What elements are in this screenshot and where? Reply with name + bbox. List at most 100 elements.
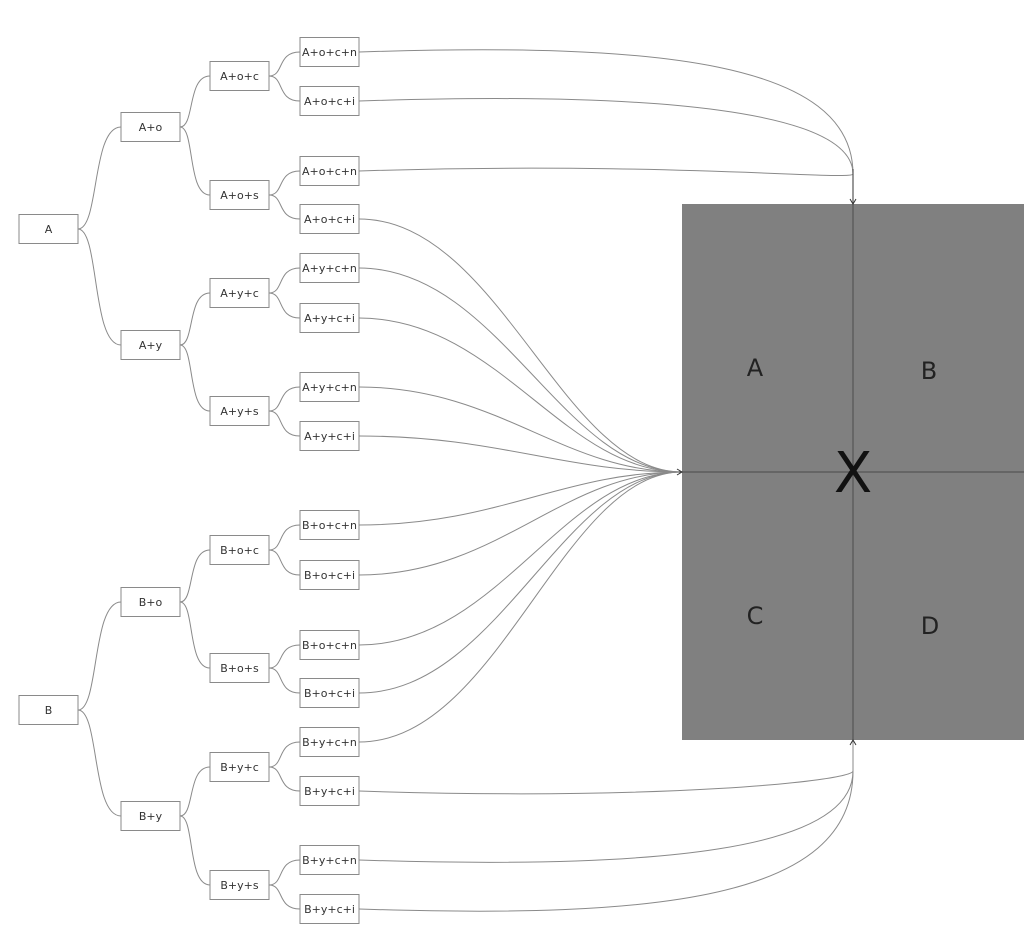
leaf-0-0-1-0: A+o+c+n: [299, 156, 360, 186]
edge-B+o+s-leaf-1: [268, 667, 301, 694]
leaf-1-0-0-1: B+o+c+i: [299, 560, 360, 590]
leaf-1-1-1-1: B+y+c+i: [299, 894, 360, 924]
leaf-0-1-0-0-box: [299, 253, 360, 283]
node-B+y+c-box: [209, 752, 270, 782]
node-A+o+c-label: A+o+c: [220, 70, 259, 83]
leaf-0-0-0-1: A+o+c+i: [299, 86, 360, 116]
node-B+y+s-label: B+y+s: [220, 879, 258, 892]
node-B+y-box: [120, 801, 181, 831]
node-A+y+s-label: A+y+s: [220, 405, 258, 418]
node-B+o-box: [120, 587, 181, 617]
edge-B+o+c-leaf-1: [268, 549, 301, 576]
edge-B+y-B+y+s: [179, 815, 211, 886]
leaf-0-1-0-1-label: A+y+c+i: [304, 312, 355, 325]
edge-B+o+s-leaf-0: [268, 644, 301, 669]
node-B-box: [18, 695, 79, 725]
edge-B+y+c-leaf-0: [268, 741, 301, 768]
edge-B+y+s-leaf-1: [268, 884, 301, 910]
leaf-0-1-1-0-box: [299, 372, 360, 402]
center-x-mark: X: [834, 441, 872, 506]
node-B+o+s-box: [209, 653, 270, 683]
node-B+y-label: B+y: [139, 810, 163, 823]
leaf-0-0-0-0: A+o+c+n: [299, 37, 360, 67]
node-A+o-label: A+o: [139, 121, 163, 134]
leaf-1-0-1-0: B+o+c+n: [299, 630, 360, 660]
edge-leaf-0-0-1-0-to-grid: [358, 167, 854, 204]
node-B+o+c-label: B+o+c: [220, 544, 259, 557]
edge-leaf-1-0-0-0-to-grid: [358, 471, 683, 526]
top-arrowhead: [849, 198, 857, 205]
leaf-0-0-0-1-label: A+o+c+i: [304, 95, 355, 108]
node-B+o: B+o: [120, 587, 181, 617]
edge-A+y+c-leaf-1: [268, 292, 301, 319]
node-A+o+s: A+o+s: [209, 180, 270, 210]
leaf-1-1-1-0: B+y+c+n: [299, 845, 360, 875]
edge-leaf-1-0-1-1-to-grid: [358, 471, 683, 694]
leaf-1-1-0-1-label: B+y+c+i: [304, 785, 355, 798]
edge-leaf-1-1-0-0-to-grid: [358, 471, 683, 743]
leaf-1-1-0-0-box: [299, 727, 360, 757]
node-B: B: [18, 695, 79, 725]
node-A+y-box: [120, 330, 181, 360]
edge-A+y-A+y+s: [179, 344, 211, 412]
leaf-0-1-0-1: A+y+c+i: [299, 303, 360, 333]
leaf-1-1-1-1-label: B+y+c+i: [304, 903, 355, 916]
edges-layer: [77, 49, 854, 912]
edge-A+o-A+o+s: [179, 126, 211, 196]
quadrant-label-A: A: [747, 354, 764, 382]
node-A+y+c-label: A+y+c: [220, 287, 259, 300]
leaf-1-0-1-0-box: [299, 630, 360, 660]
edge-A+o+s-leaf-0: [268, 170, 301, 196]
edge-leaf-0-0-0-1-to-grid: [358, 98, 854, 204]
leaf-0-1-0-1-box: [299, 303, 360, 333]
leaf-0-0-1-1: A+o+c+i: [299, 204, 360, 234]
left-arrowhead: [676, 468, 683, 476]
node-B+o+c: B+o+c: [209, 535, 270, 565]
edge-B-B+y: [77, 709, 122, 817]
node-A+y: A+y: [120, 330, 181, 360]
edge-leaf-0-1-1-1-to-grid: [358, 435, 683, 473]
node-B-label: B: [45, 704, 53, 717]
edge-A+y-A+y+c: [179, 292, 211, 346]
node-B+o+s: B+o+s: [209, 653, 270, 683]
edge-leaf-0-1-0-1-to-grid: [358, 317, 683, 473]
edge-leaf-1-1-0-1-to-grid: [358, 741, 854, 795]
node-B+o+s-label: B+o+s: [220, 662, 259, 675]
node-A-label: A: [45, 223, 53, 236]
quadrant-label-C: C: [747, 602, 764, 630]
edge-A+y+s-leaf-0: [268, 386, 301, 412]
leaf-0-1-1-1-box: [299, 421, 360, 451]
node-A+o+c-box: [209, 61, 270, 91]
leaf-0-1-0-0: A+y+c+n: [299, 253, 360, 283]
node-A+o+s-box: [209, 180, 270, 210]
leaf-1-1-1-1-box: [299, 894, 360, 924]
node-B+y+s: B+y+s: [209, 870, 270, 900]
node-B+y+c: B+y+c: [209, 752, 270, 782]
leaf-0-0-0-1-box: [299, 86, 360, 116]
leaf-0-1-1-0-label: A+y+c+n: [302, 381, 357, 394]
edge-A+o+c-leaf-0: [268, 51, 301, 77]
edge-A-A+o: [77, 126, 122, 230]
leaf-1-1-0-0: B+y+c+n: [299, 727, 360, 757]
edge-A+o+c-leaf-1: [268, 75, 301, 102]
edge-B-B+o: [77, 601, 122, 711]
edge-B+y+c-leaf-1: [268, 766, 301, 792]
bottom-arrowhead: [849, 739, 857, 746]
leaf-0-0-0-0-box: [299, 37, 360, 67]
node-A+y-label: A+y: [139, 339, 163, 352]
edge-A+y+c-leaf-0: [268, 267, 301, 294]
leaf-0-1-1-1: A+y+c+i: [299, 421, 360, 451]
leaf-1-1-0-0-label: B+y+c+n: [302, 736, 357, 749]
leaf-1-0-0-1-label: B+o+c+i: [304, 569, 355, 582]
edge-leaf-1-0-0-1-to-grid: [358, 471, 683, 576]
leaf-0-1-0-0-label: A+y+c+n: [302, 262, 357, 275]
leaf-0-0-1-0-box: [299, 156, 360, 186]
leaf-0-0-1-1-box: [299, 204, 360, 234]
quadrant-label-D: D: [921, 612, 939, 640]
edge-B+o-B+o+s: [179, 601, 211, 669]
edge-leaf-0-1-1-0-to-grid: [358, 386, 683, 473]
node-A+y+c-box: [209, 278, 270, 308]
edge-B+y-B+y+c: [179, 766, 211, 817]
